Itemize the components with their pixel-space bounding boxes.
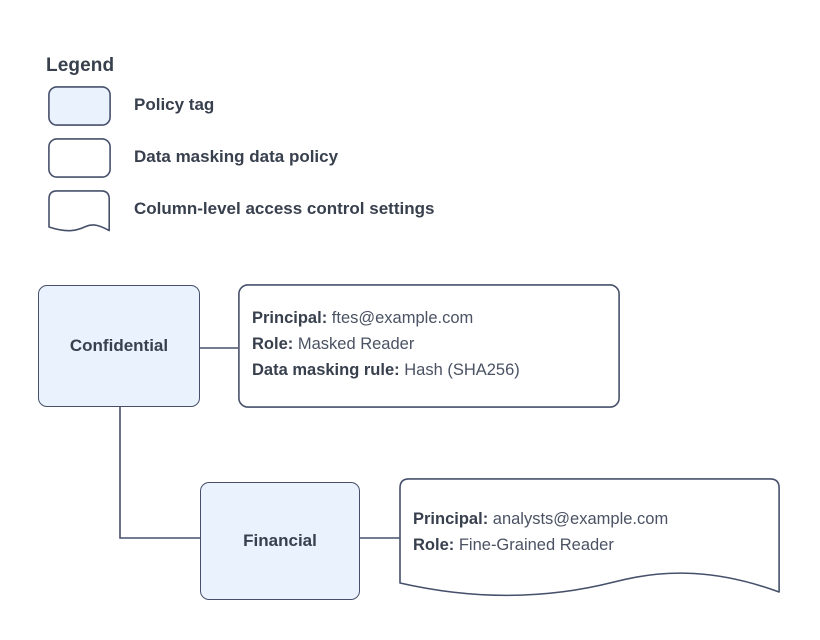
- legend-item-policy-tag: Policy tag: [46, 86, 606, 138]
- detail-box-financial-settings-text: Principal: analysts@example.com Role: Fi…: [413, 506, 668, 558]
- legend-swatch-data-masking-policy-icon: [48, 138, 111, 178]
- node-confidential[interactable]: Confidential: [38, 285, 200, 407]
- detail-value-role: Masked Reader: [297, 335, 415, 353]
- connector-confidential-to-financial: [119, 406, 200, 539]
- detail-value-role-financial: Fine-Grained Reader: [458, 536, 614, 554]
- legend-item-column-access-settings: Column-level access control settings: [46, 190, 606, 242]
- legend: Legend Policy tag Data masking data poli…: [46, 56, 606, 242]
- detail-line-role: Role: Masked Reader: [252, 331, 520, 357]
- legend-label-column-access-settings: Column-level access control settings: [134, 199, 435, 218]
- detail-value-masking-rule: Hash (SHA256): [404, 361, 520, 379]
- legend-label-policy-tag: Policy tag: [134, 95, 215, 114]
- legend-swatch-policy-tag-icon: [48, 86, 111, 126]
- legend-swatch-column-access-settings-icon: [48, 190, 111, 232]
- legend-item-data-masking-policy: Data masking data policy: [46, 138, 606, 190]
- detail-value-principal-financial: analysts@example.com: [492, 510, 669, 528]
- detail-key-role-financial: Role:: [413, 536, 455, 554]
- detail-box-financial-settings-shape: [399, 478, 780, 597]
- detail-line-principal: Principal: ftes@example.com: [252, 305, 520, 331]
- detail-line-role-financial: Role: Fine-Grained Reader: [413, 532, 668, 558]
- detail-line-principal-financial: Principal: analysts@example.com: [413, 506, 668, 532]
- detail-value-principal: ftes@example.com: [331, 309, 474, 327]
- legend-title: Legend: [46, 55, 115, 76]
- legend-label-data-masking-policy: Data masking data policy: [134, 147, 339, 166]
- node-financial[interactable]: Financial: [200, 482, 360, 600]
- detail-box-confidential-policy-text: Principal: ftes@example.com Role: Masked…: [252, 305, 520, 383]
- detail-box-confidential-policy-shape: [238, 284, 620, 408]
- detail-box-financial-settings[interactable]: Principal: analysts@example.com Role: Fi…: [399, 478, 781, 602]
- detail-box-confidential-policy[interactable]: Principal: ftes@example.com Role: Masked…: [238, 284, 620, 408]
- detail-key-role: Role:: [252, 335, 294, 353]
- detail-line-masking-rule: Data masking rule: Hash (SHA256): [252, 357, 520, 383]
- detail-key-principal: Principal:: [252, 309, 328, 327]
- detail-key-principal-financial: Principal:: [413, 510, 489, 528]
- detail-key-masking-rule: Data masking rule:: [252, 361, 400, 379]
